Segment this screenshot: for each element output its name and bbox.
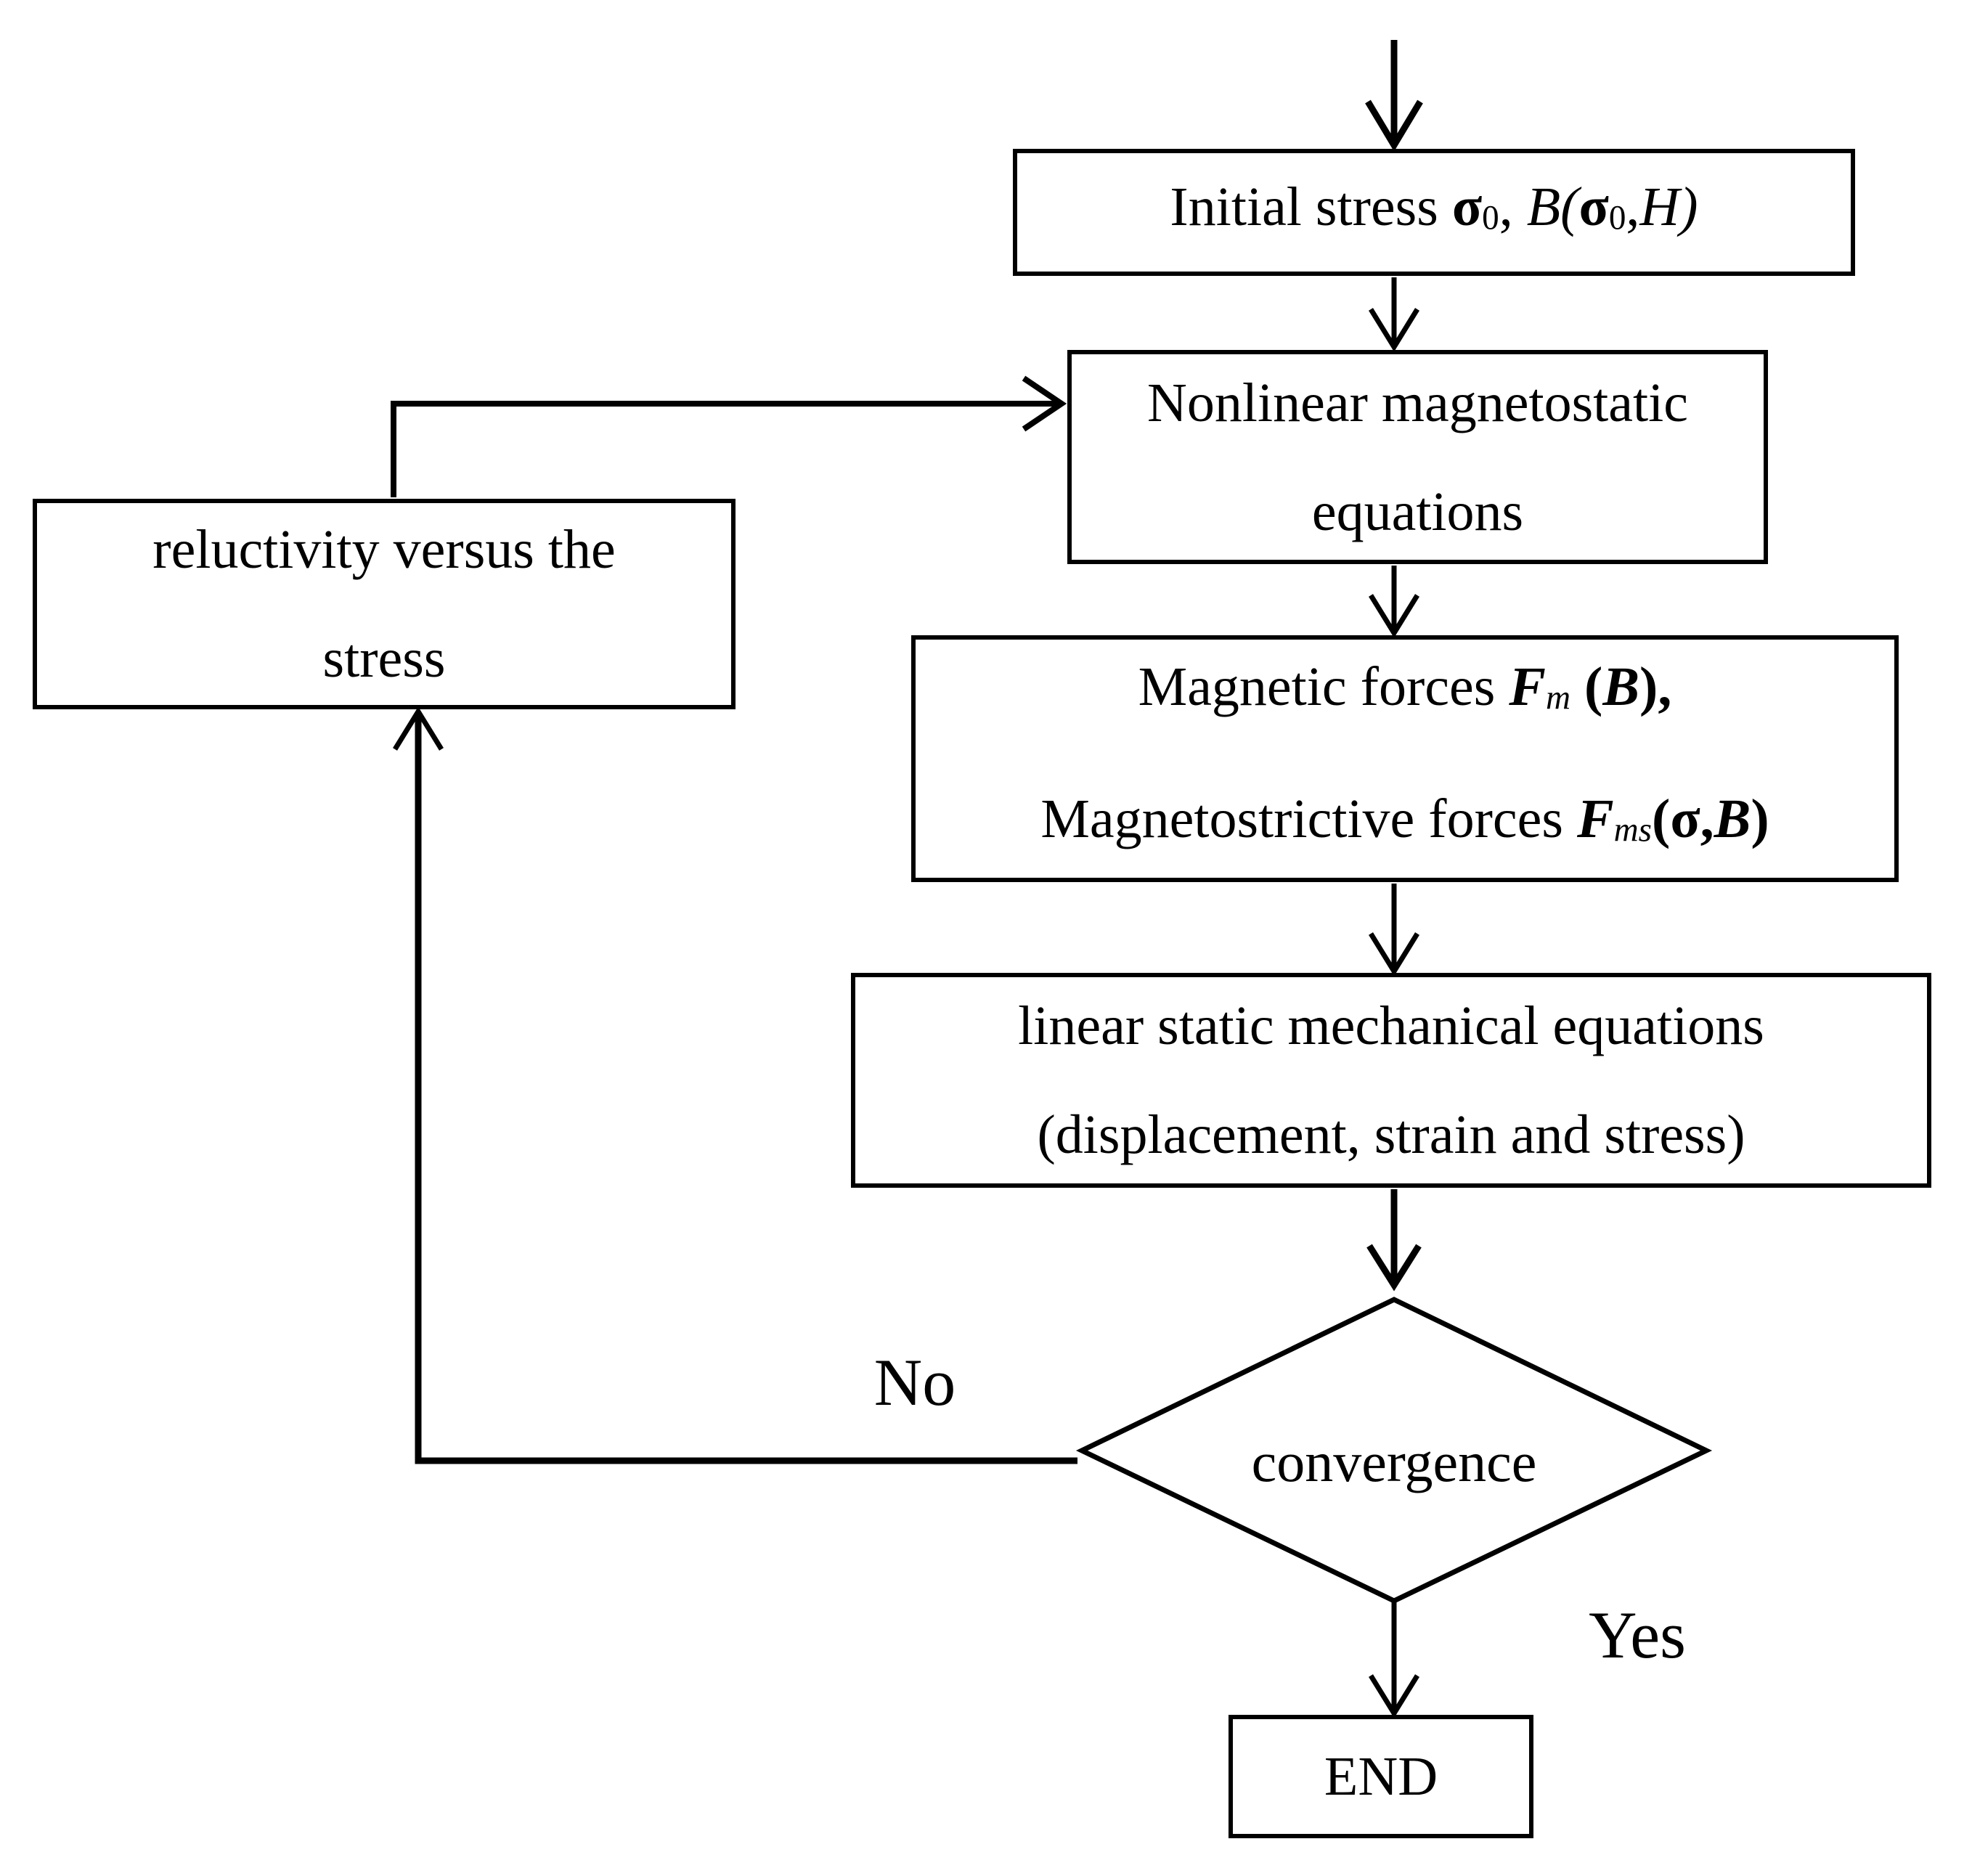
arrowhead-no-to-reluctivity — [393, 706, 444, 751]
node-end: END — [1229, 1715, 1533, 1838]
arrowhead-initial-to-magnetostatic — [1369, 308, 1419, 352]
edge-label-yes: Yes — [1589, 1598, 1686, 1672]
arrowhead-mechanical-to-convergence — [1366, 1244, 1422, 1292]
edge-no-loop — [415, 716, 1077, 1464]
edge-reluctivity-to-magnetostatic — [391, 401, 1057, 497]
arrowhead-convergence-to-end — [1369, 1674, 1419, 1718]
arrowhead-reluctivity-to-magnetostatic — [1022, 375, 1067, 432]
decision-diamond — [1075, 1297, 1713, 1604]
arrowhead-forces-to-mechanical — [1369, 932, 1419, 976]
arrowhead-magnetostatic-to-forces — [1369, 594, 1419, 638]
node-magnetic-forces: Magnetic forces Fm (B),Magnetostrictive … — [911, 635, 1899, 882]
edge-label-no: No — [873, 1345, 956, 1419]
decision-label-convergence: convergence — [1251, 1430, 1537, 1493]
node-initial-stress: Initial stress σ0, B(σ0,H) — [1013, 149, 1855, 276]
arrowhead-start — [1365, 99, 1423, 152]
node-mechanical-equations: linear static mechanical equations(displ… — [851, 973, 1931, 1188]
